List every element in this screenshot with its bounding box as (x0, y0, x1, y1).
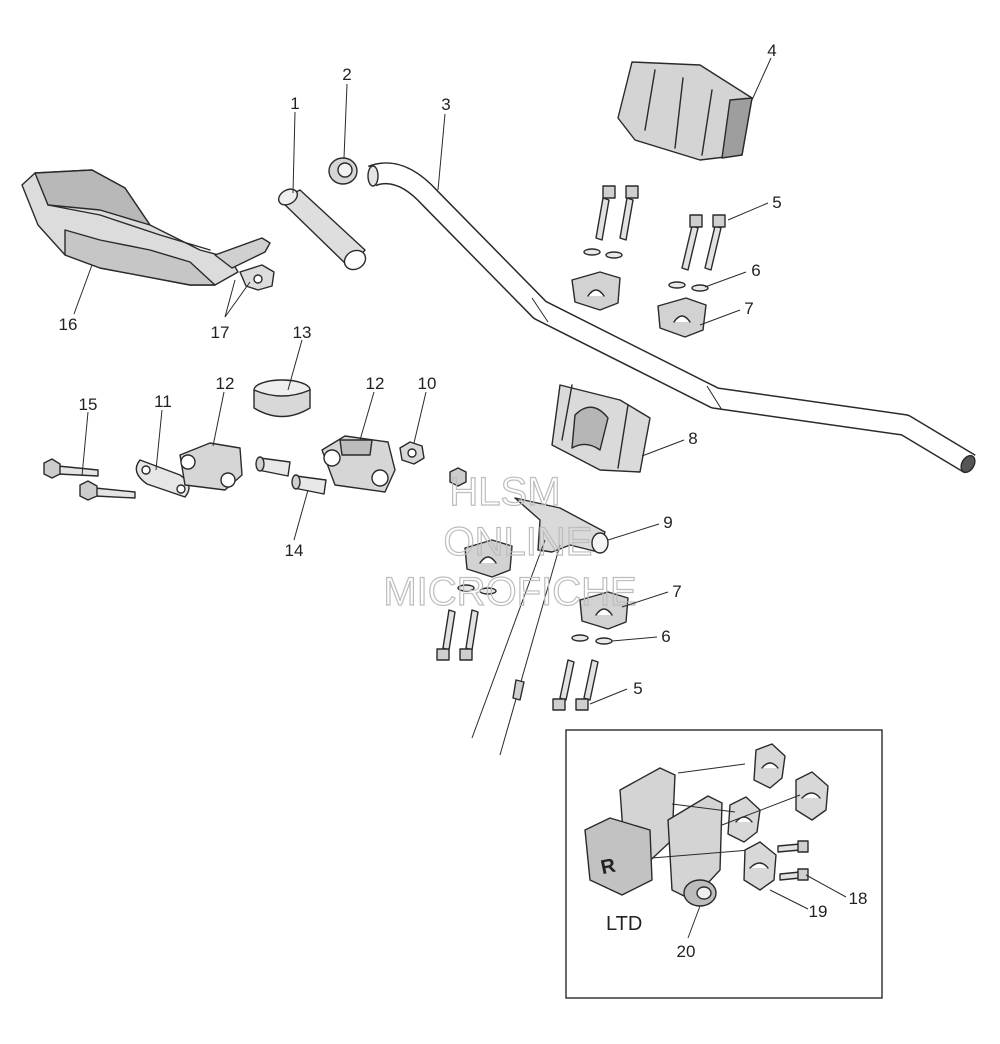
grip-part-1 (277, 188, 367, 271)
clamp-half-part-12-left (179, 442, 243, 491)
callout-5-lower: 5 (633, 679, 642, 698)
ltd-riser-assembly: R (584, 767, 751, 907)
handlebar-pad-part-4 (617, 61, 753, 161)
inset-label-ltd: LTD (606, 913, 642, 935)
callout-5-upper: 5 (772, 193, 781, 212)
bushing-part-13 (253, 379, 311, 418)
callout-7-lower: 7 (672, 582, 681, 601)
leader-lines (73, 57, 847, 939)
ltd-bolt-set-part-18 (777, 840, 809, 881)
bolt-set-part-5-upper (595, 185, 726, 271)
bolt (681, 214, 703, 271)
callout-8: 8 (688, 429, 697, 448)
bolt-set-part-5-lower (552, 659, 599, 711)
washer-set-part-6-upper (583, 248, 709, 292)
brand-badge: R (599, 855, 618, 880)
ltd-clamp-part-19 (743, 841, 777, 891)
bolt-set-part-15 (43, 458, 136, 501)
callout-17: 17 (211, 323, 230, 342)
callout-14: 14 (285, 541, 304, 560)
nut-part-10 (399, 441, 425, 465)
callout-13: 13 (293, 323, 312, 342)
callout-7-upper: 7 (744, 299, 753, 318)
ltd-clamp-top-2 (795, 771, 829, 821)
bolt (43, 458, 99, 479)
callout-18: 18 (849, 889, 868, 908)
callout-1: 1 (290, 94, 299, 113)
callout-2: 2 (342, 65, 351, 84)
callout-15: 15 (79, 395, 98, 414)
bolt (704, 214, 726, 271)
spacer-part-14-b (291, 474, 327, 495)
handguard-part-16 (21, 169, 271, 286)
bolt (552, 659, 575, 711)
callout-20: 20 (677, 942, 696, 961)
watermark-line-2: ONLINE (444, 520, 593, 564)
callout-6-lower: 6 (661, 627, 670, 646)
callout-11: 11 (154, 392, 172, 411)
end-cap-part-2 (328, 157, 358, 185)
bolt (436, 609, 456, 661)
plate-part-11 (135, 459, 190, 498)
callout-6-upper: 6 (751, 261, 760, 280)
bolt (79, 480, 136, 501)
handlebar-part-3 (367, 162, 976, 474)
bolt (619, 185, 639, 241)
callout-labels: 1 2 3 4 5 6 7 8 9 10 11 12 12 13 14 15 1… (59, 41, 868, 961)
bolt (459, 609, 479, 661)
lower-clamp-part-7 (579, 591, 629, 630)
clamp-half-part-12-right (321, 435, 396, 493)
ltd-clamp-top-1 (753, 743, 786, 789)
callout-10: 10 (418, 374, 437, 393)
callout-3: 3 (441, 95, 450, 114)
lower-clamp-left (436, 539, 513, 661)
callout-12-left: 12 (216, 374, 235, 393)
riser-part-8 (551, 384, 651, 473)
watermark-line-3: MICROFICHE (383, 570, 636, 614)
top-clamp-part-9 (449, 467, 609, 756)
washer-set-part-6-lower (571, 634, 613, 645)
callout-12-right: 12 (366, 374, 385, 393)
watermark-line-1: HLSM (449, 470, 560, 514)
spacer-part-14-a (255, 456, 291, 477)
callout-9: 9 (663, 513, 672, 532)
callout-16: 16 (59, 315, 78, 334)
clamp-part-17 (239, 264, 275, 291)
ltd-inset: R LTD (565, 729, 883, 999)
bolt (595, 185, 616, 241)
callout-4: 4 (767, 41, 776, 60)
bolt (575, 659, 599, 711)
upper-clamp-part-7 (571, 271, 707, 338)
callout-19: 19 (809, 902, 828, 921)
watermark: HLSM ONLINE MICROFICHE (383, 469, 638, 614)
